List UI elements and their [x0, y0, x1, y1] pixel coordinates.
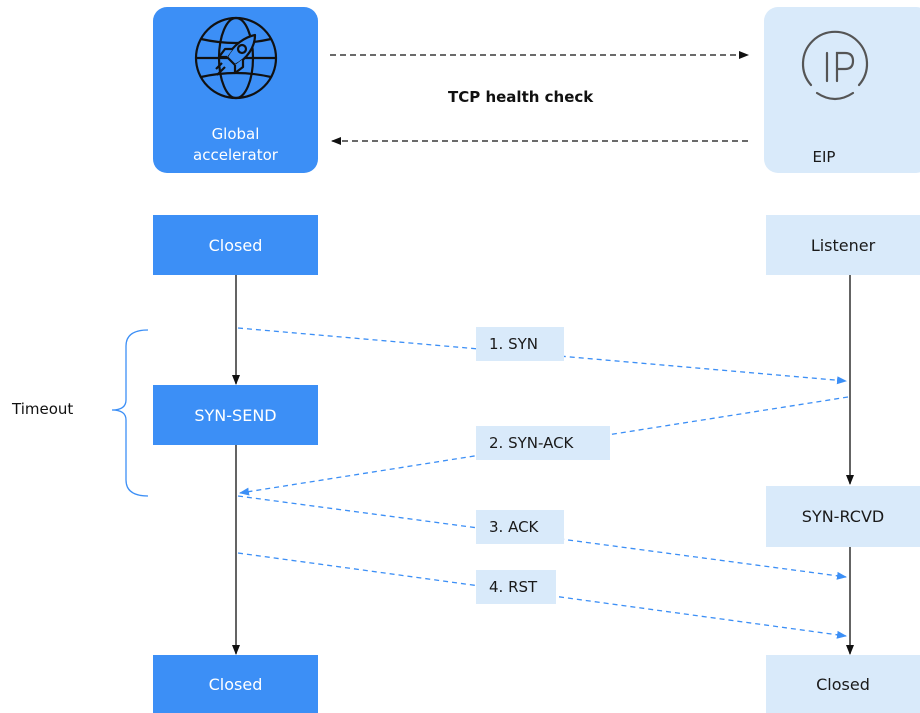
msg-syn-ack-label: 2. SYN-ACK: [476, 426, 610, 460]
eip-state-closed: Closed: [766, 655, 920, 713]
eip-state-syn-rcvd: SYN-RCVD: [766, 486, 920, 547]
msg-rst-label: 4. RST: [476, 570, 556, 604]
globe-rocket-icon: [194, 16, 278, 100]
ga-state-closed-bottom: Closed: [153, 655, 318, 713]
global-accelerator-tile: Global accelerator: [153, 7, 318, 173]
eip-label: EIP: [812, 148, 836, 166]
global-accelerator-line2: accelerator: [193, 146, 278, 164]
msg-ack-label: 3. ACK: [476, 510, 564, 544]
eip-tile: EIP: [764, 7, 920, 173]
eip-state-listener: Listener: [766, 215, 920, 275]
health-check-label: TCP health check: [448, 88, 594, 106]
msg-syn-label: 1. SYN: [476, 327, 564, 361]
syn-arrow: [237, 327, 847, 385]
timeout-brace: [111, 329, 149, 497]
global-accelerator-label: Global accelerator: [153, 124, 318, 166]
timeout-label: Timeout: [12, 400, 74, 418]
ga-state-syn-send: SYN-SEND: [153, 385, 318, 445]
global-accelerator-line1: Global: [211, 125, 260, 143]
ga-state-closed-top: Closed: [153, 215, 318, 275]
ip-icon: [801, 30, 869, 101]
